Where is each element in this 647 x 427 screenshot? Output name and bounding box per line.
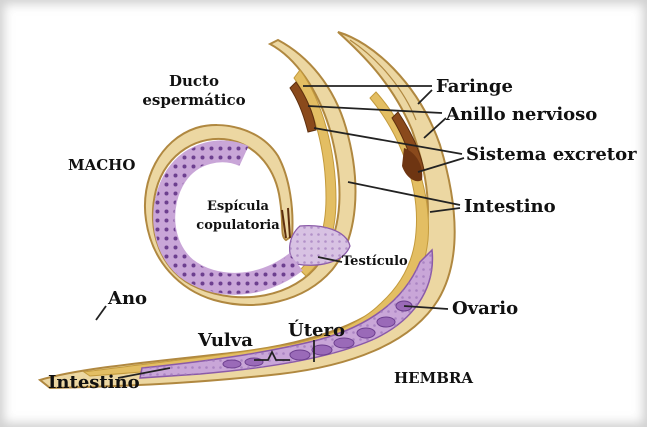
label-utero: Útero (288, 322, 345, 340)
label-ovario: Ovario (452, 300, 518, 318)
label-faringe: Faringe (436, 78, 513, 96)
label-ducto-espermatico: Ducto espermático (134, 74, 254, 108)
label-ducto-line2: espermático (134, 93, 254, 108)
label-espicula-line1: Espícula (186, 200, 290, 213)
label-intestino-hembra: Intestino (464, 198, 556, 216)
label-ducto-line1: Ducto (134, 74, 254, 89)
label-intestino-cola: Intestino (48, 374, 140, 392)
label-hembra: HEMBRA (394, 371, 473, 386)
label-sistema-excretor: Sistema excretor (466, 146, 637, 164)
label-espicula-copulatoria: Espícula copulatoria (186, 200, 290, 232)
label-anillo-nervioso: Anillo nervioso (446, 106, 597, 124)
label-espicula-line2: copulatoria (186, 219, 290, 232)
label-testiculo: Testículo (342, 255, 408, 268)
leader-ano (96, 306, 106, 320)
leader-faringe-2 (418, 90, 432, 104)
label-vulva: Vulva (198, 332, 253, 350)
label-ano: Ano (108, 290, 147, 308)
label-macho: MACHO (68, 158, 135, 173)
